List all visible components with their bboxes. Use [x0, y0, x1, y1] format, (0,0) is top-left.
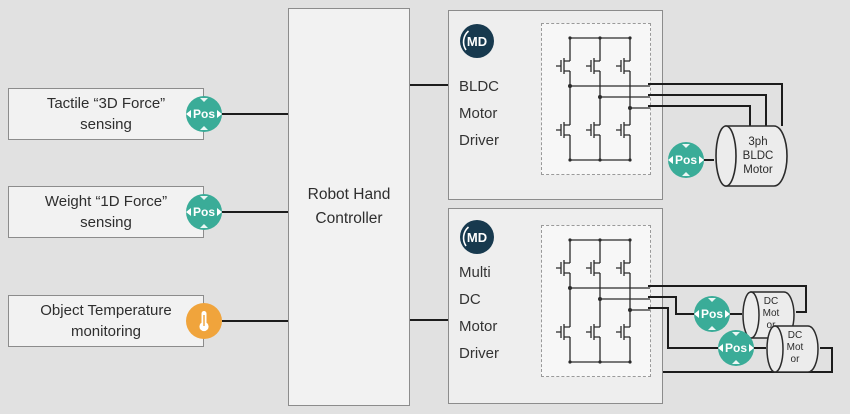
bridge-frame-top [541, 23, 651, 175]
bridge-frame-bottom [541, 225, 651, 377]
controller-label: Controller [315, 210, 383, 227]
badge-label: Pos [193, 205, 216, 219]
sensor-label: sensing [80, 116, 132, 133]
svg-text:MD: MD [467, 230, 487, 245]
badge-label: Pos [725, 341, 748, 355]
badge-label: Pos [675, 153, 698, 167]
mosfet-bridge-top [555, 36, 650, 162]
sensor-label: monitoring [70, 323, 142, 340]
temp-badge [186, 303, 222, 339]
left-arrow-icon [718, 344, 723, 352]
pos-badge-weight: Pos [186, 194, 223, 230]
svg-text:DC: DC [764, 296, 778, 307]
bldc-motor: 3ph BLDC Motor [715, 125, 788, 187]
svg-text:BLDC: BLDC [743, 150, 774, 162]
pos-badge-tactile: Pos [186, 96, 223, 132]
thermometer-icon [199, 311, 209, 332]
svg-text:3ph: 3ph [748, 136, 767, 148]
sensor-label: Weight “1D Force” [44, 193, 168, 210]
sensor-box-temperature: Object Temperature monitoring [8, 295, 204, 347]
controller-label: Robot Hand [307, 186, 391, 203]
mosfet-bridge-bottom [555, 238, 650, 364]
svg-text:MD: MD [467, 34, 487, 49]
driver-label-multi-dc: Multi DC Motor Driver [459, 264, 499, 362]
pos-badge-bldc: Pos [668, 142, 705, 178]
md-logo-bottom: MD [460, 220, 494, 254]
md-logo-top: MD [460, 24, 494, 58]
left-arrow-icon [186, 110, 191, 118]
sensor-label: Tactile “3D Force” [46, 95, 166, 112]
right-arrow-icon [699, 156, 705, 164]
right-arrow-icon [217, 208, 223, 216]
svg-text:Mot: Mot [787, 342, 804, 353]
sensor-label: Object Temperature [40, 302, 172, 319]
svg-text:DC: DC [788, 330, 802, 341]
right-arrow-icon [217, 110, 223, 118]
badge-label: Pos [193, 107, 216, 121]
left-arrow-icon [668, 156, 673, 164]
pos-badge-dc2: Pos [718, 330, 755, 366]
robot-hand-controller-box: Robot Hand Controller [288, 8, 410, 406]
sensor-box-weight: Weight “1D Force” sensing [8, 186, 204, 238]
svg-text:or: or [791, 354, 801, 365]
sensor-box-tactile: Tactile “3D Force” sensing [8, 88, 204, 140]
right-arrow-icon [749, 344, 755, 352]
svg-text:Motor: Motor [743, 164, 773, 176]
right-arrow-icon [725, 310, 731, 318]
left-arrow-icon [694, 310, 699, 318]
svg-text:Mot: Mot [763, 308, 780, 319]
multi-dc-driver-box: MD Multi DC Motor Driver [448, 208, 663, 404]
driver-label-bldc: BLDC Motor Driver [459, 78, 500, 149]
dc-motor-2: DC Mot or [766, 325, 819, 373]
bldc-driver-box: MD BLDC Motor Driver [448, 10, 663, 200]
sensor-label: sensing [80, 214, 132, 231]
left-arrow-icon [186, 208, 191, 216]
pos-badge-dc1: Pos [694, 296, 731, 332]
badge-label: Pos [701, 307, 724, 321]
svg-text:or: or [767, 320, 777, 331]
